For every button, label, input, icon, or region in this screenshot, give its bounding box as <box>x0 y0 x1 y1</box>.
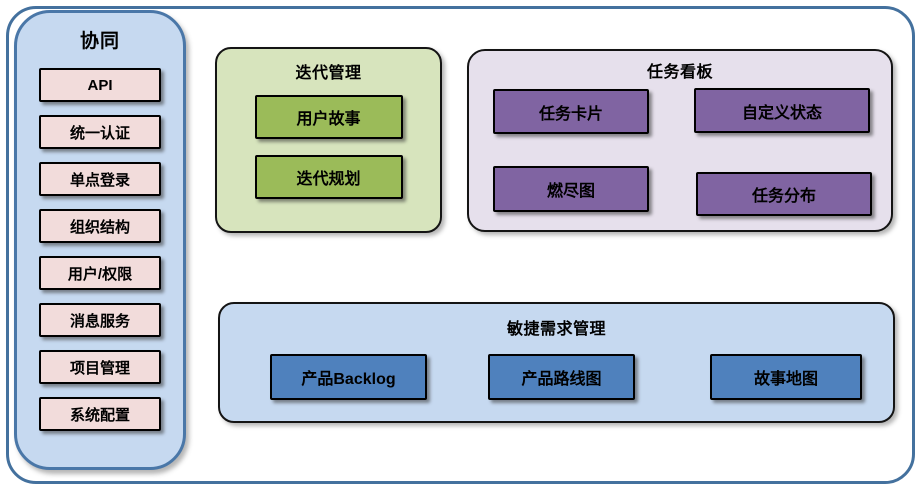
iteration-item-user-story: 用户故事 <box>254 95 403 139</box>
collaboration-item-sso: 单点登录 <box>39 162 161 196</box>
agile-requirements-title: 敏捷需求管理 <box>506 321 606 338</box>
iteration-items: 用户故事 迭代规划 <box>217 95 440 199</box>
requirements-item-product-backlog: 产品Backlog <box>270 354 427 400</box>
kanban-item-custom-status: 自定义状态 <box>694 88 870 133</box>
task-kanban-panel: 任务看板 任务卡片 自定义状态 燃尽图 任务分布 <box>467 49 893 232</box>
task-kanban-title: 任务看板 <box>646 64 713 81</box>
kanban-item-burndown-chart: 燃尽图 <box>493 166 649 212</box>
collaboration-item-api: API <box>39 68 161 102</box>
collaboration-panel-title: 协同 <box>79 31 120 52</box>
agile-requirements-panel: 敏捷需求管理 产品Backlog 产品路线图 故事地图 <box>218 302 895 423</box>
collaboration-panel: 协同 API 统一认证 单点登录 组织结构 用户/权限 消息服务 项目管理 系统… <box>14 10 186 470</box>
iteration-management-title: 迭代管理 <box>295 65 362 82</box>
collaboration-item-message-service: 消息服务 <box>39 303 161 337</box>
iteration-management-panel: 迭代管理 用户故事 迭代规划 <box>215 47 442 233</box>
collaboration-item-project-management: 项目管理 <box>39 350 161 384</box>
requirements-item-product-roadmap: 产品路线图 <box>488 354 635 400</box>
kanban-item-task-distribution: 任务分布 <box>696 172 872 216</box>
collaboration-item-system-config: 系统配置 <box>39 397 161 431</box>
iteration-item-iteration-planning: 迭代规划 <box>254 155 403 199</box>
collaboration-items: API 统一认证 单点登录 组织结构 用户/权限 消息服务 项目管理 系统配置 <box>17 68 183 431</box>
collaboration-item-org-structure: 组织结构 <box>39 209 161 243</box>
collaboration-item-unified-auth: 统一认证 <box>39 115 161 149</box>
collaboration-item-users-permissions: 用户/权限 <box>39 256 161 290</box>
requirements-item-story-map: 故事地图 <box>710 354 862 400</box>
kanban-item-task-card: 任务卡片 <box>493 89 649 134</box>
